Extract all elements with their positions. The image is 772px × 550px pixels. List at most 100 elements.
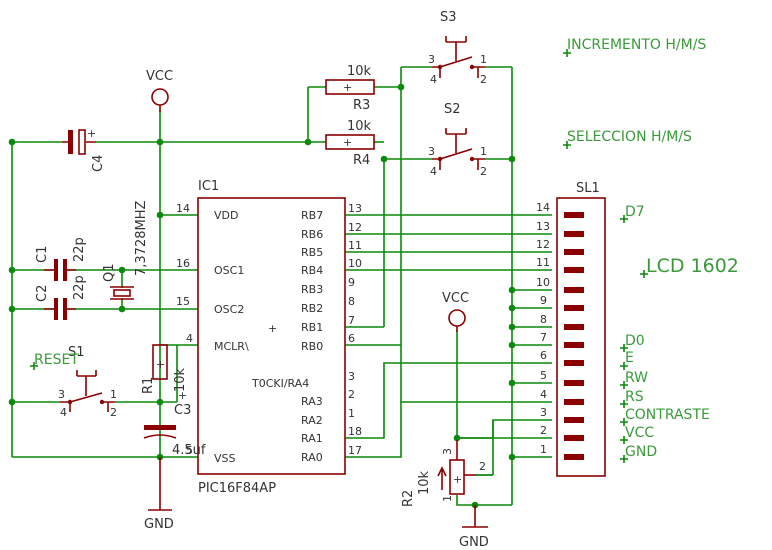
rw-label: RW (625, 370, 648, 386)
c4-plus: + (87, 127, 96, 140)
c3-plus: + (178, 389, 187, 402)
lcd-pin-num: 4 (540, 388, 547, 401)
ic1-name: IC1 (198, 179, 219, 194)
r1-value: 10k (173, 367, 188, 392)
r3-label: R3 (353, 98, 370, 113)
lcd-pin-num: 14 (536, 201, 550, 214)
net-labels: INCREMENTO H/M/S SELECCION H/M/S D7 LCD … (30, 37, 739, 463)
s3-label: S3 (440, 10, 457, 25)
capacitor-c2: C2 22p (35, 275, 87, 320)
gnd-left-label: GND (144, 517, 174, 532)
r1-label: R1 (141, 377, 156, 394)
ic-pin-name: RB0 (301, 340, 323, 353)
gnd-signal-label: GND (625, 444, 657, 460)
vcc-mid-label: VCC (442, 291, 469, 306)
ic-pin-num: 2 (348, 388, 355, 401)
sl1-pin-pads (564, 212, 584, 460)
ic-pin-name: T0CKI/RA4 (251, 377, 309, 390)
ic-pin-name: RA0 (301, 451, 323, 464)
switch-pin: 4 (60, 406, 67, 419)
switch-pin: 1 (480, 145, 487, 158)
resistor-r3: + 10k R3 (325, 64, 375, 113)
switch-s3: 3 4 1 2 S3 (428, 10, 487, 86)
lcd-pin-num: 5 (540, 369, 547, 382)
ic-pin-num: 17 (348, 444, 362, 457)
c3-value: 4.5uf (172, 443, 206, 458)
lcd-pin-num: 2 (540, 424, 547, 437)
switch-pin: 2 (480, 73, 487, 86)
ic-pin-name: OSC1 (214, 264, 244, 277)
switch-pin: 4 (430, 165, 437, 178)
ic-pin-num: 5 (186, 444, 193, 457)
lcd-title: LCD 1602 (646, 255, 739, 277)
wires (11, 66, 552, 506)
ic-pin-name: RB6 (301, 228, 323, 241)
r1-plus: + (156, 358, 165, 371)
ic-pin-num: 18 (348, 425, 362, 438)
gnd-left-symbol: GND (144, 457, 174, 532)
c2-value: 22p (72, 275, 87, 300)
rs-label: RS (625, 389, 644, 405)
gnd-right-symbol: GND (459, 505, 489, 550)
vcc-signal-label: VCC (625, 425, 654, 441)
ic-pin-name: RA2 (301, 414, 323, 427)
crystal-q1: Q1 7,3728MHZ (102, 201, 149, 300)
ic1-right-pins: 13 RB7 12 RB6 11 RB5 10 RB4 9 RB3 8 RB2 … (251, 202, 362, 464)
ic-pin-num: 7 (348, 314, 355, 327)
incremento-label: INCREMENTO H/M/S (567, 37, 706, 53)
ic-pin-name: MCLR\ (214, 340, 249, 353)
connector-sl1: SL1 14 13 12 11 10 9 8 7 6 (536, 181, 606, 477)
ic-pin-name: RB5 (301, 246, 323, 259)
reset-label: RESET (34, 352, 79, 368)
switch-pin: 3 (428, 145, 435, 158)
lcd-pin-num: 11 (536, 256, 550, 269)
r3-plus: + (343, 81, 352, 94)
lcd-pin-num: 6 (540, 349, 547, 362)
pot-pin: 1 (441, 495, 454, 502)
capacitor-c3: + C3 4.5uf (143, 389, 206, 458)
ic-pin-num: 15 (176, 295, 190, 308)
ic-pin-num: 14 (176, 202, 190, 215)
r4-label: R4 (353, 153, 370, 168)
lcd-pin-num: 8 (540, 313, 547, 326)
c1-value: 22p (72, 237, 87, 262)
resistor-r1: + R1 10k (141, 344, 188, 394)
ic-pin-num: 13 (348, 202, 362, 215)
ic-pin-num: 12 (348, 221, 362, 234)
pot-pin: 2 (479, 460, 486, 473)
c2-label: C2 (35, 285, 50, 302)
ic1-plus: + (268, 322, 277, 335)
switch-pin: 2 (480, 165, 487, 178)
ic-pin-num: 11 (348, 239, 362, 252)
ic-pin-num: 3 (348, 370, 355, 383)
switch-s2: 3 4 1 2 S2 (428, 102, 487, 178)
junctions (8, 83, 516, 509)
capacitor-c4: + C4 (62, 127, 106, 172)
s2-label: S2 (444, 102, 461, 117)
ic1-left-pins: 14 VDD 16 OSC1 15 OSC2 4 MCLR\ 5 VSS (176, 202, 249, 465)
c3-label: C3 (174, 403, 191, 418)
ic-pin-name: OSC2 (214, 303, 244, 316)
lcd-pin-num: 3 (540, 406, 547, 419)
ic1: IC1 PIC16F84AP + 14 VDD 16 OSC1 15 OSC2 … (176, 179, 362, 496)
lcd-pin-num: 1 (540, 443, 547, 456)
switch-pin: 2 (110, 406, 117, 419)
s1-label: S1 (68, 345, 85, 360)
switch-s1: 3 4 1 2 S1 (58, 345, 117, 419)
lcd-pin-num: 7 (540, 331, 547, 344)
lcd-pin-num: 9 (540, 294, 547, 307)
ic-pin-name: VSS (214, 452, 236, 465)
contraste-label: CONTRASTE (625, 407, 710, 423)
resistor-r4: + 10k R4 (325, 119, 375, 168)
r4-value: 10k (347, 119, 372, 134)
pot-pin: 3 (441, 448, 454, 455)
r4-plus: + (343, 136, 352, 149)
d0-label: D0 (625, 333, 645, 349)
d7-label: D7 (625, 204, 645, 220)
lcd-pin-num: 13 (536, 220, 550, 233)
vcc-top-symbol: VCC (146, 69, 173, 112)
ic-pin-name: RB2 (301, 302, 323, 315)
c1-label: C1 (35, 246, 50, 263)
capacitor-c1: C1 22p (35, 237, 87, 281)
